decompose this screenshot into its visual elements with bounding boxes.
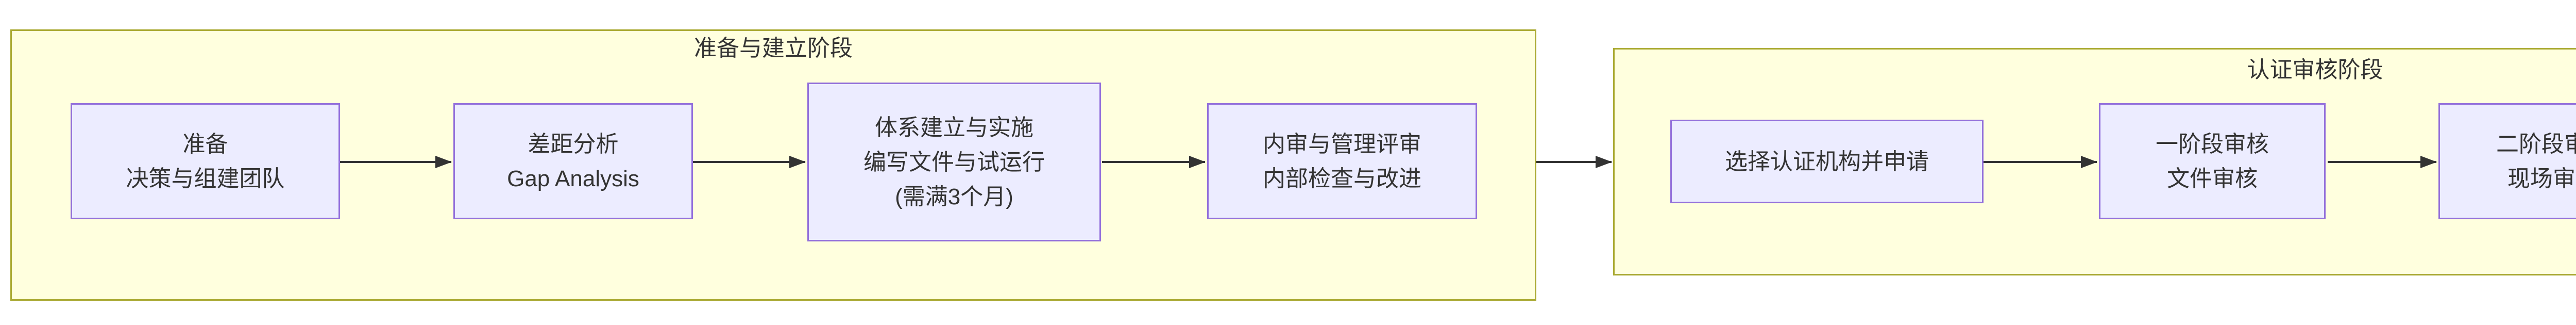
node-stage2-audit: 二阶段审核 现场审核 (2438, 103, 2576, 219)
node-system-build: 体系建立与实施 编写文件与试运行 (需满3个月) (807, 83, 1101, 241)
node-internal-audit: 内审与管理评审 内部检查与改进 (1207, 103, 1477, 219)
node-line: (需满3个月) (895, 184, 1013, 209)
node-line: 准备 (182, 131, 228, 157)
phase-audit-title: 认证审核阶段 (2247, 57, 2383, 83)
node-gap-analysis: 差距分析 Gap Analysis (453, 103, 693, 219)
phase-preparation-title: 准备与建立阶段 (694, 36, 853, 61)
node-line: 现场审核 (2507, 166, 2576, 191)
node-line: 选择认证机构并申请 (1725, 149, 1929, 174)
node-prepare-team: 准备 决策与组建团队 (71, 103, 340, 219)
node-line: 内审与管理评审 (1263, 131, 1421, 157)
node-line: 决策与组建团队 (126, 166, 285, 191)
node-stage1-audit: 一阶段审核 文件审核 (2099, 103, 2326, 219)
node-line: 文件审核 (2167, 166, 2258, 191)
node-select-cb: 选择认证机构并申请 (1670, 120, 1984, 203)
node-line: 差距分析 (528, 131, 619, 157)
node-line: Gap Analysis (507, 166, 639, 191)
node-line: 一阶段审核 (2156, 131, 2269, 157)
node-line: 体系建立与实施 (875, 115, 1033, 140)
node-line: 二阶段审核 (2496, 131, 2576, 157)
node-line: 编写文件与试运行 (863, 149, 1045, 175)
node-line: 内部检查与改进 (1263, 166, 1421, 191)
